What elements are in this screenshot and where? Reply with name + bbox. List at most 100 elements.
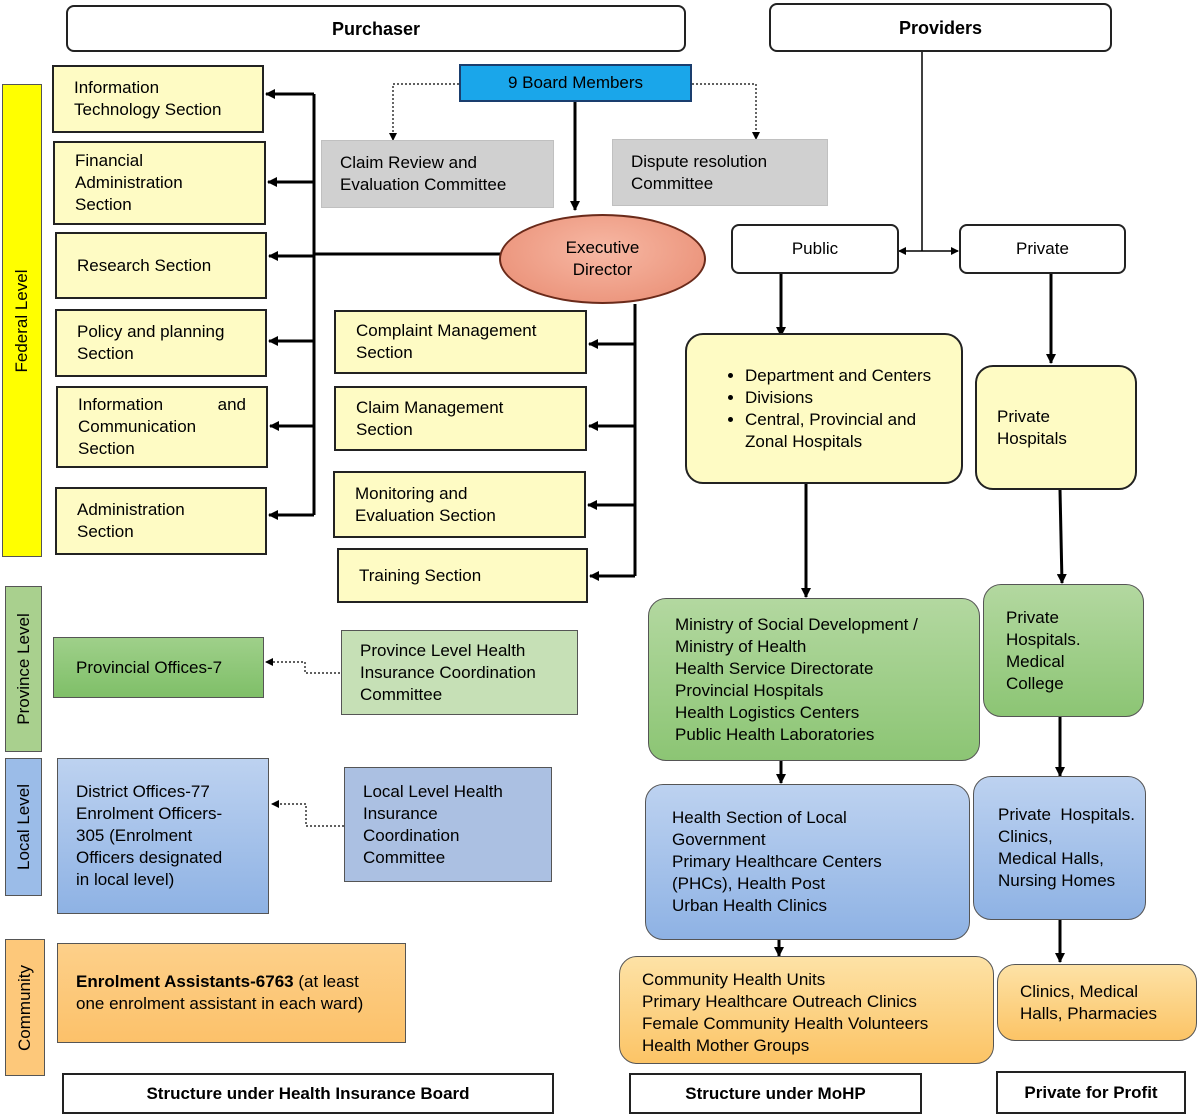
purchaser-header: Purchaser bbox=[66, 5, 686, 52]
private-clinics-line-4: Nursing Homes bbox=[998, 871, 1116, 890]
province-level-label: Province Level bbox=[5, 586, 42, 752]
research-section: Research Section bbox=[55, 232, 267, 299]
public-list-item: Department and Centers bbox=[745, 365, 951, 387]
public-label: Public bbox=[791, 239, 839, 258]
monitoring-section: Monitoring and Evaluation Section bbox=[333, 471, 586, 538]
ict-line-1b: and bbox=[217, 395, 246, 414]
claim-line-2: Section bbox=[356, 419, 413, 439]
district-line-3: 305 (Enrolment bbox=[76, 826, 193, 845]
footer-mohp-label: Structure under MoHP bbox=[685, 1083, 866, 1103]
federal-level-text: Federal Level bbox=[12, 268, 31, 373]
district-line-1: District Offices-77 bbox=[76, 782, 210, 801]
private-medical-line-3: Medical bbox=[1006, 651, 1065, 671]
pharmacies-line-1: Clinics, Medical bbox=[1020, 981, 1139, 1001]
it-line-1: Information bbox=[74, 78, 160, 97]
federal-level-label: Federal Level bbox=[2, 84, 42, 557]
complaint-line-1: Complaint Management bbox=[356, 321, 537, 340]
footer-profit: Private for Profit bbox=[996, 1071, 1186, 1114]
claim-review-line-1: Claim Review and bbox=[340, 153, 477, 172]
private-hospitals-line-1: Private bbox=[997, 406, 1050, 426]
enrolment-assistants-bold: Enrolment Assistants-6763 bbox=[76, 972, 294, 991]
private-clinics: Private Hospitals. Clinics, Medical Hall… bbox=[973, 776, 1146, 920]
district-line-4: Officers designated bbox=[76, 848, 223, 867]
training-section: Training Section bbox=[337, 548, 588, 603]
private-medical-line-2: Hospitals. bbox=[1006, 629, 1081, 649]
claim-review-committee: Claim Review and Evaluation Committee bbox=[321, 140, 554, 208]
admin-line-2: Section bbox=[77, 522, 134, 541]
footer-hib-label: Structure under Health Insurance Board bbox=[146, 1083, 470, 1103]
provincial-offices: Provincial Offices-7 bbox=[53, 637, 264, 698]
private-clinics-line-3: Medical Halls, bbox=[998, 849, 1104, 868]
executive-line-2: Director bbox=[572, 260, 633, 279]
footer-hib: Structure under Health Insurance Board bbox=[62, 1073, 554, 1114]
board-members-box: 9 Board Members bbox=[459, 64, 692, 102]
local-gov-line-4: (PHCs), Health Post bbox=[672, 874, 826, 893]
private-hospitals-line-2: Hospitals bbox=[997, 428, 1067, 448]
province-committee-line-2: Insurance Coordination bbox=[360, 662, 536, 682]
public-list-item: Central, Provincial and Zonal Hospitals bbox=[745, 409, 951, 453]
financial-line-2: Administration bbox=[75, 173, 183, 192]
ministry-line-3: Health Service Directorate bbox=[675, 658, 874, 678]
ministry-line-6: Public Health Laboratories bbox=[675, 724, 875, 744]
local-committee-line-2: Insurance bbox=[363, 803, 438, 823]
local-level-label: Local Level bbox=[5, 758, 42, 896]
footer-mohp: Structure under MoHP bbox=[629, 1073, 922, 1114]
pharmacies-line-2: Halls, Pharmacies bbox=[1020, 1003, 1157, 1023]
policy-section: Policy and planning Section bbox=[55, 309, 267, 377]
it-line-2: Technology Section bbox=[74, 100, 222, 119]
local-committee: Local Level Health Insurance Coordinatio… bbox=[344, 767, 552, 882]
local-committee-line-4: Committee bbox=[363, 847, 446, 867]
local-gov-line-3: Primary Healthcare Centers bbox=[672, 852, 882, 871]
private-medical-college: Private Hospitals. Medical College bbox=[983, 584, 1144, 717]
enrolment-assistants: Enrolment Assistants-6763 (at least one … bbox=[57, 943, 406, 1043]
it-section: Information Technology Section bbox=[52, 65, 264, 133]
private-box: Private bbox=[959, 224, 1126, 274]
ict-line-3: Section bbox=[78, 439, 135, 458]
research-label: Research Section bbox=[77, 255, 212, 275]
executive-line-1: Executive bbox=[565, 238, 640, 257]
local-committee-line-3: Coordination bbox=[363, 825, 460, 845]
policy-line-1: Policy and planning bbox=[77, 322, 225, 341]
claim-line-1: Claim Management bbox=[356, 397, 504, 417]
complaint-section: Complaint Management Section bbox=[334, 310, 587, 374]
province-committee-line-1: Province Level Health bbox=[360, 640, 526, 660]
ministry-line-2: Ministry of Health bbox=[675, 636, 807, 656]
community-units-line-3: Female Community Health Volunteers bbox=[642, 1014, 929, 1033]
training-label: Training Section bbox=[359, 565, 482, 585]
private-medical-line-1: Private bbox=[1006, 607, 1059, 627]
community-units-line-2: Primary Healthcare Outreach Clinics bbox=[642, 992, 917, 1011]
community-units-line-1: Community Health Units bbox=[642, 970, 826, 989]
financial-line-3: Section bbox=[75, 195, 132, 214]
community-health-units: Community Health Units Primary Healthcar… bbox=[619, 956, 994, 1064]
claim-review-line-2: Evaluation Committee bbox=[340, 175, 507, 194]
public-box: Public bbox=[731, 224, 899, 274]
community-level-text: Community bbox=[15, 964, 34, 1051]
financial-section: Financial Administration Section bbox=[53, 141, 266, 225]
monitoring-line-1: Monitoring and bbox=[355, 483, 468, 503]
local-gov-line-5: Urban Health Clinics bbox=[672, 896, 827, 915]
ministry-box: Ministry of Social Development / Ministr… bbox=[648, 598, 980, 761]
province-level-text: Province Level bbox=[13, 613, 33, 725]
board-members-label: 9 Board Members bbox=[507, 73, 644, 92]
local-level-text: Local Level bbox=[13, 783, 33, 871]
enrolment-assistants-rest: (at least one enrolment assistant in eac… bbox=[76, 972, 364, 1013]
local-committee-line-1: Local Level Health bbox=[363, 781, 503, 801]
private-hospitals: Private Hospitals bbox=[975, 365, 1137, 490]
private-medical-line-4: College bbox=[1006, 673, 1064, 693]
province-committee-line-3: Committee bbox=[360, 684, 443, 704]
ict-section: Information and Communication Section bbox=[56, 386, 268, 468]
local-gov-line-2: Government bbox=[672, 830, 766, 849]
dispute-resolution-committee: Dispute resolution Committee bbox=[612, 139, 828, 206]
dispute-line-2: Committee bbox=[631, 173, 714, 193]
private-clinics-line-1: Private Hospitals. bbox=[998, 805, 1135, 824]
community-level-label: Community bbox=[5, 939, 45, 1076]
ministry-line-4: Provincial Hospitals bbox=[675, 680, 824, 700]
ministry-line-1: Ministry of Social Development / bbox=[675, 614, 918, 634]
admin-line-1: Administration bbox=[77, 500, 185, 519]
local-gov-line-1: Health Section of Local bbox=[672, 808, 847, 827]
ministry-line-5: Health Logistics Centers bbox=[675, 702, 860, 722]
complaint-line-2: Section bbox=[356, 343, 413, 362]
district-line-5: in local level) bbox=[76, 870, 175, 889]
administration-section: Administration Section bbox=[55, 487, 267, 555]
providers-title: Providers bbox=[898, 17, 983, 38]
